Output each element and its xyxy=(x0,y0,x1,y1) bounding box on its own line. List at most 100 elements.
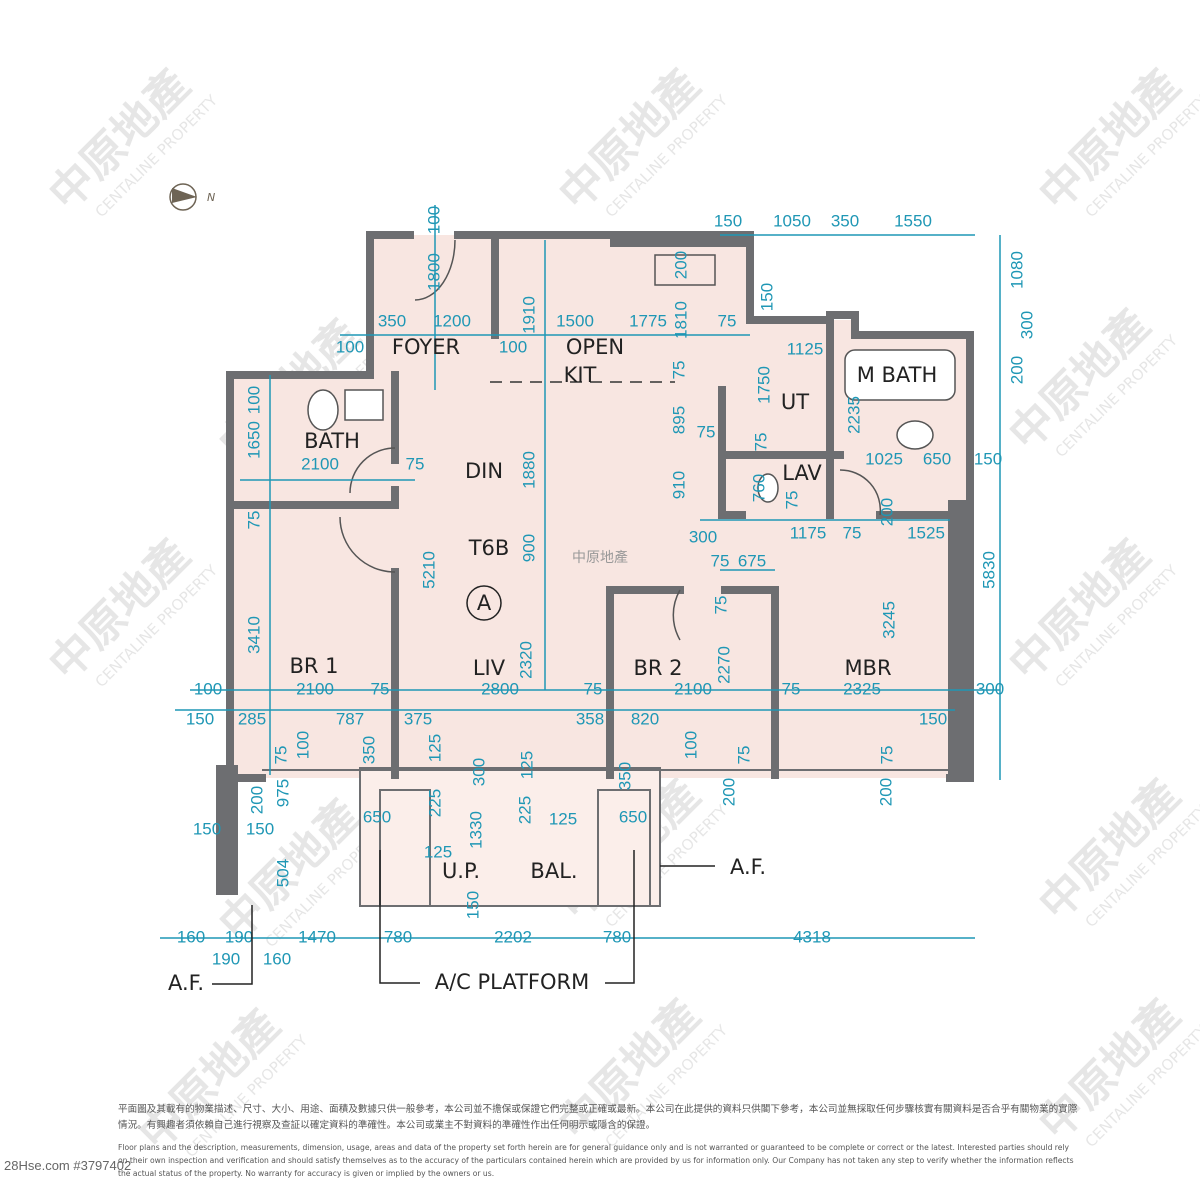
dimension-label: 150 xyxy=(757,283,776,311)
dimension-label: 100 xyxy=(293,731,312,759)
dimension-label: 2235 xyxy=(844,396,863,434)
dimension-label: 75 xyxy=(244,511,263,530)
dimension-label: 975 xyxy=(273,779,292,807)
label-af-left: A.F. xyxy=(168,971,204,995)
dimension-label: 1810 xyxy=(671,301,690,339)
label-af-right: A.F. xyxy=(730,855,766,879)
dimension-label: 75 xyxy=(271,746,290,765)
room-liv: LIV xyxy=(473,656,506,680)
dimension-label: 285 xyxy=(238,709,266,728)
toilet-icon xyxy=(307,389,339,431)
fixtures xyxy=(307,239,956,641)
dimension-label: 190 xyxy=(212,949,240,968)
ac-platform-left xyxy=(379,789,431,907)
bathtub-icon xyxy=(844,349,956,401)
dimension-label: 1175 xyxy=(790,523,827,542)
dimension-label: 1800 xyxy=(424,253,443,291)
dimension-label: 225 xyxy=(515,796,534,824)
dimension-label: 350 xyxy=(831,211,859,230)
dimension-label: 1080 xyxy=(1007,251,1026,289)
disclaimer-zh: 平面圖及其載有的物業描述、尺寸、大小、用途、面積及數據只供一般參考，本公司並不擔… xyxy=(118,1104,1078,1131)
room-open-kit-2: KIT xyxy=(564,363,597,387)
north-label: N xyxy=(207,191,215,204)
dimension-label: 1200 xyxy=(433,311,471,330)
dimension-label: 1910 xyxy=(519,296,538,334)
dimension-label: 100 xyxy=(681,731,700,759)
ac-platform-right xyxy=(597,789,651,907)
source-label: 28Hse.com #3797402 xyxy=(4,1158,132,1173)
dimension-label: 787 xyxy=(336,709,364,728)
dimension-label: 75 xyxy=(718,311,737,330)
dimension-label: 150 xyxy=(193,819,221,838)
dimension-label: 150 xyxy=(919,709,947,728)
dimension-label: 1330 xyxy=(466,811,485,849)
dimension-label: 1025 xyxy=(865,449,903,468)
unit-floor xyxy=(230,235,970,778)
dimension-label: 1125 xyxy=(787,339,824,358)
room-labels: FOYER OPEN KIT BATH DIN T6B A LIV BR 1 B… xyxy=(168,335,937,995)
center-watermark: 中原地產 xyxy=(572,549,628,566)
dimension-label: 125 xyxy=(425,734,444,762)
dimension-label: 2100 xyxy=(674,679,712,698)
dimension-label: 4318 xyxy=(793,927,831,946)
dimension-label: 200 xyxy=(876,778,895,806)
dimension-label: 900 xyxy=(519,534,538,562)
dimension-label: 504 xyxy=(273,859,292,887)
dimension-label: 75 xyxy=(782,679,801,698)
dimension-label: 5830 xyxy=(979,551,998,589)
dimension-label: 75 xyxy=(843,523,862,542)
unit-code: T6B xyxy=(468,536,510,560)
dimension-label: 5210 xyxy=(419,551,438,589)
dimension-label: 75 xyxy=(669,361,688,380)
dimension-label: 75 xyxy=(584,679,603,698)
dimension-label: 75 xyxy=(711,596,730,615)
dimension-label: 3410 xyxy=(244,616,263,654)
door-swing xyxy=(339,516,396,573)
dimension-label: 100 xyxy=(244,386,263,414)
door-swing xyxy=(672,589,681,641)
dimension-label: 75 xyxy=(697,422,716,441)
dimension-label: 75 xyxy=(406,454,425,473)
dimension-label: 1500 xyxy=(556,311,594,330)
room-br2: BR 2 xyxy=(633,656,682,680)
dimension-label: 350 xyxy=(378,311,406,330)
dimension-label: 200 xyxy=(719,778,738,806)
dimension-label: 2325 xyxy=(843,679,881,698)
dimension-label: 300 xyxy=(976,679,1004,698)
dimension-label: 1775 xyxy=(629,311,667,330)
dimension-label: 150 xyxy=(714,211,742,230)
dimension-label: 125 xyxy=(517,751,536,779)
dimension-label: 125 xyxy=(549,809,577,828)
dimension-label: 100 xyxy=(424,206,443,234)
dimension-label: 650 xyxy=(363,807,391,826)
dimension-label: 150 xyxy=(463,891,482,919)
dimension-label: 910 xyxy=(669,471,688,499)
dimension-label: 1650 xyxy=(244,421,263,459)
dimension-label: 1880 xyxy=(519,451,538,489)
door-swing xyxy=(839,469,882,516)
dimension-label: 150 xyxy=(186,709,214,728)
dimension-label: 2100 xyxy=(296,679,334,698)
dimension-label: 150 xyxy=(246,819,274,838)
dimension-label: 2270 xyxy=(714,646,733,684)
dimension-label: 2800 xyxy=(481,679,519,698)
dimension-label: 200 xyxy=(1007,356,1026,384)
dimension-label: 200 xyxy=(671,251,690,279)
room-din: DIN xyxy=(465,459,503,483)
door-swing xyxy=(349,447,396,494)
room-br1: BR 1 xyxy=(289,654,338,678)
room-bath: BATH xyxy=(304,429,360,453)
dimension-label: 358 xyxy=(576,709,604,728)
dimension-label: 190 xyxy=(225,927,253,946)
dimension-label: 820 xyxy=(631,709,659,728)
dimension-label: 75 xyxy=(371,679,390,698)
dimension-label: 300 xyxy=(689,527,717,546)
unit-flat-circle xyxy=(466,585,502,621)
